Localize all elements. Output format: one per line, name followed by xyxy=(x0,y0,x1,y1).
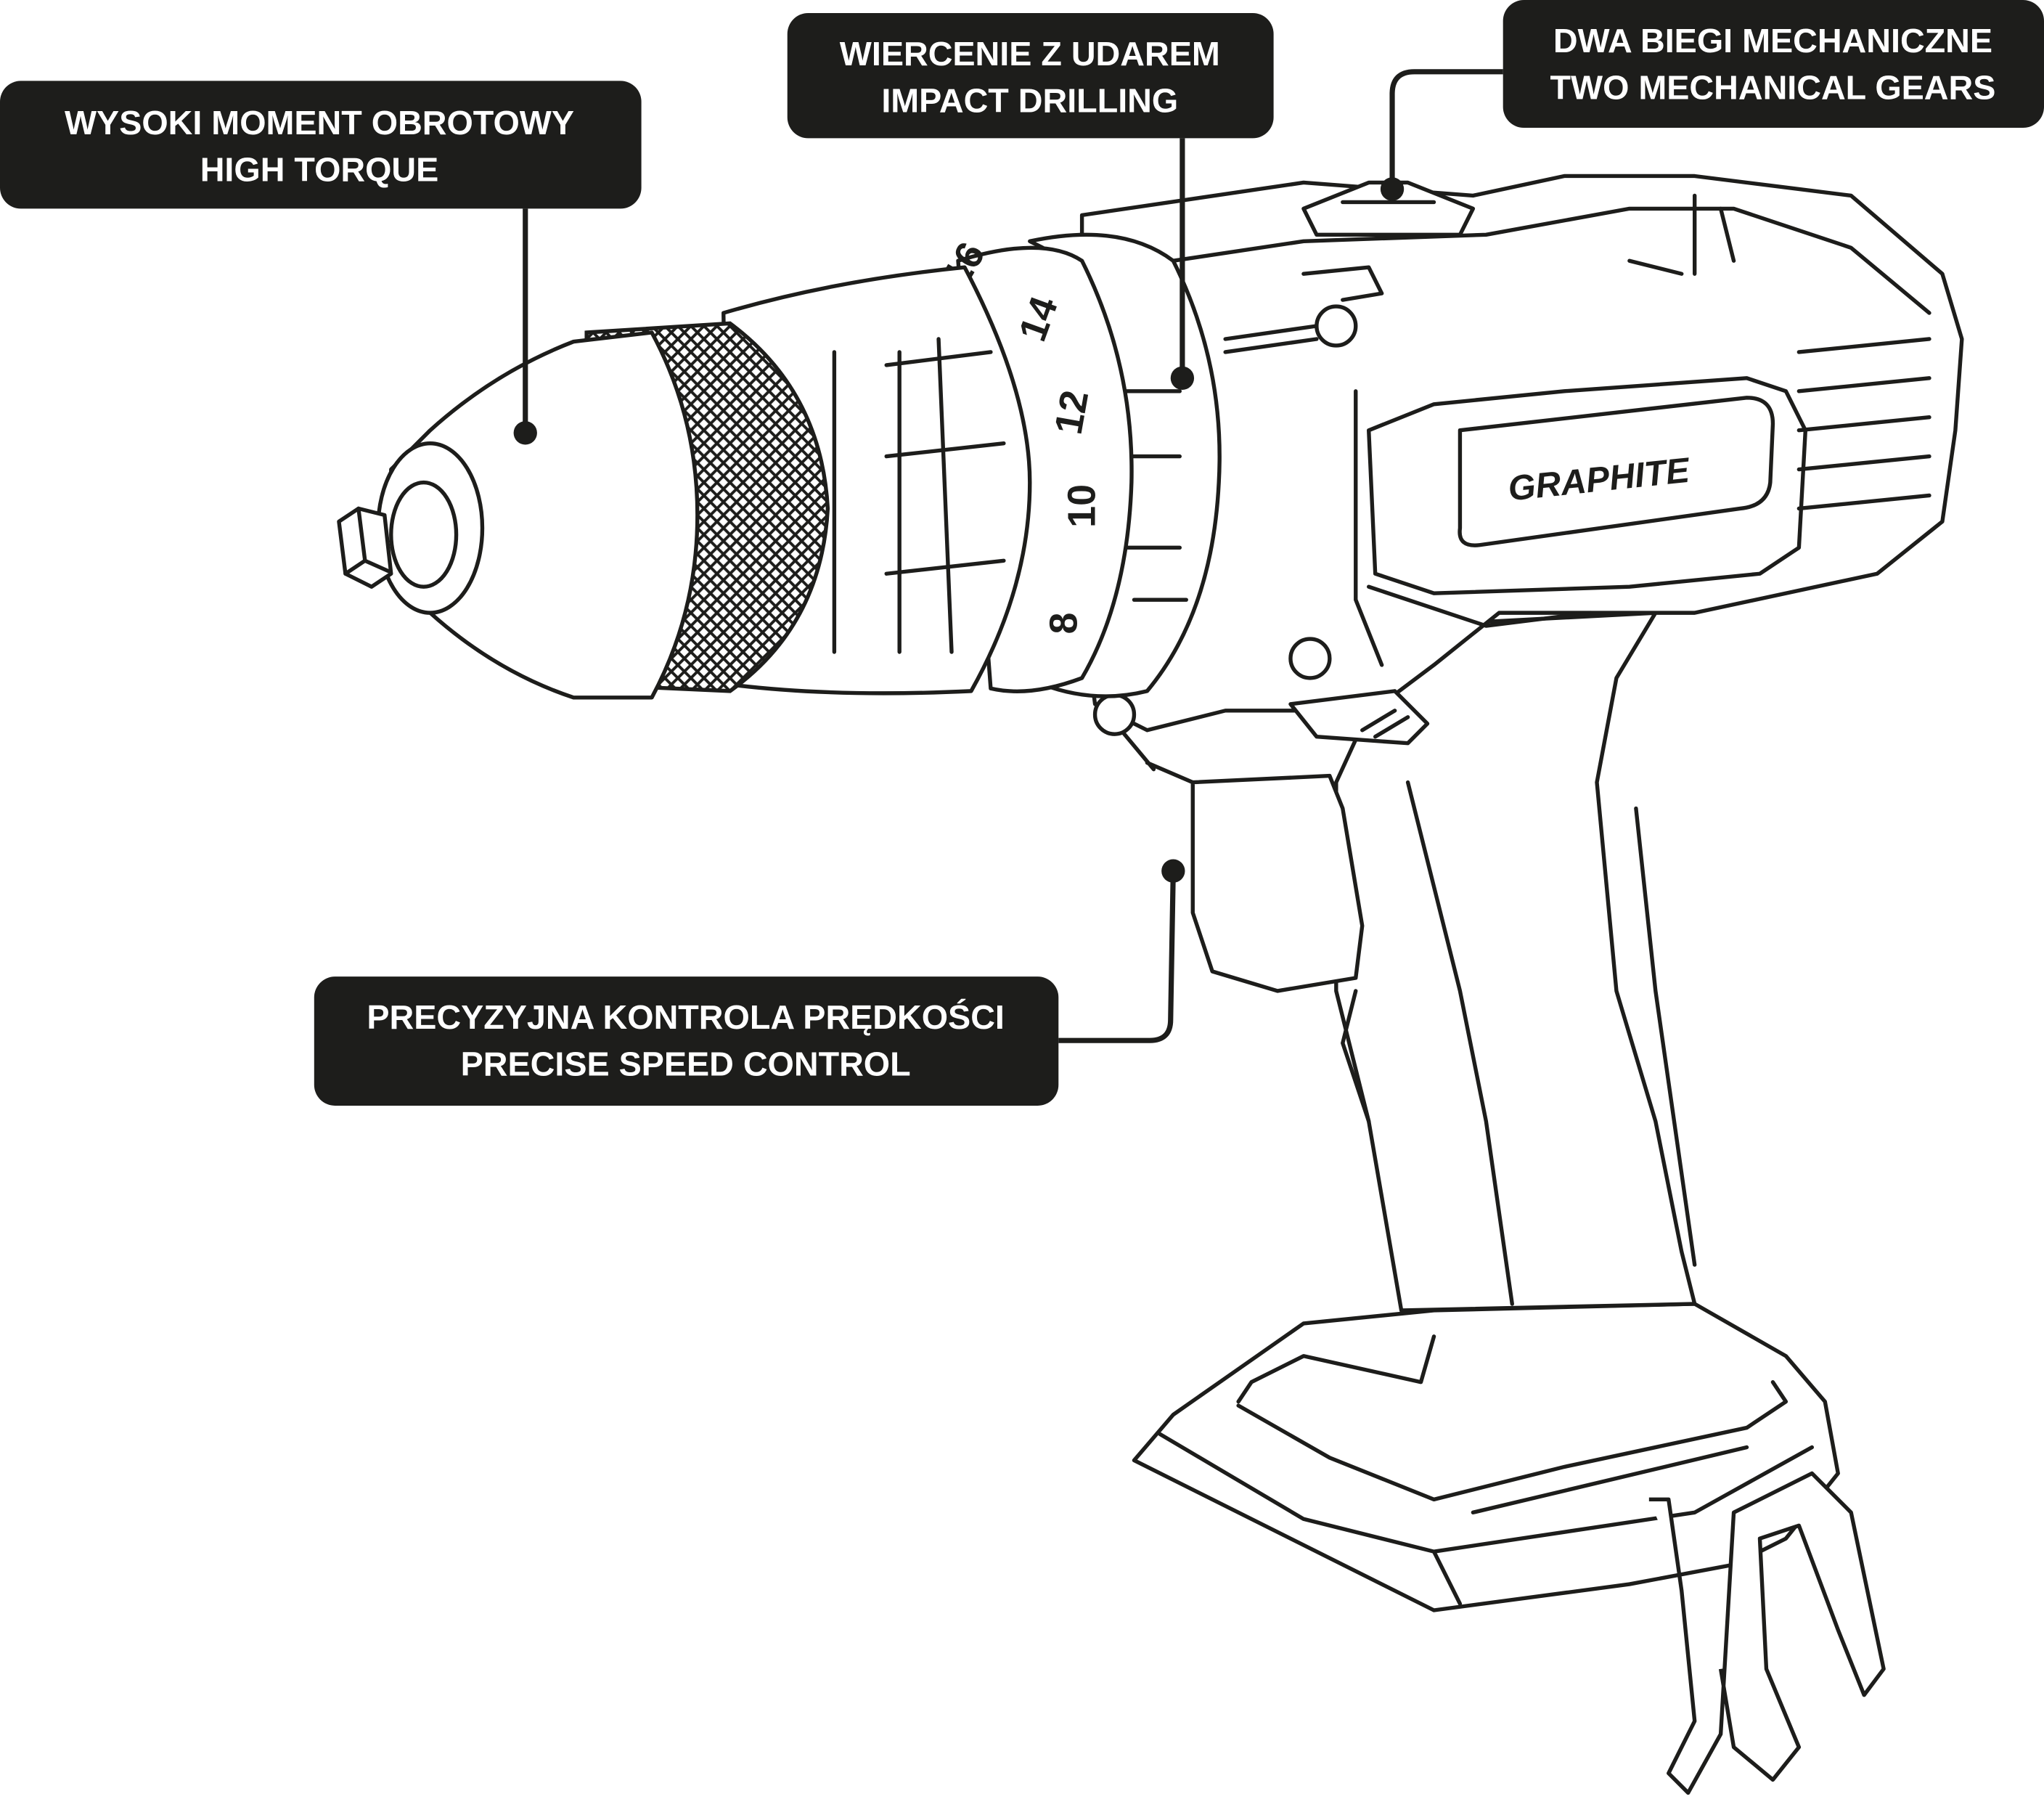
svg-text:WYSOKI MOMENT OBROTOWY: WYSOKI MOMENT OBROTOWY xyxy=(65,104,574,142)
gear-switch xyxy=(1301,180,1476,237)
svg-text:DWA BIEGI MECHANICZNE: DWA BIEGI MECHANICZNE xyxy=(1553,22,1992,60)
svg-text:10: 10 xyxy=(1060,484,1104,528)
callout-high-torque: WYSOKI MOMENT OBROTOWY HIGH TORQUE xyxy=(0,81,642,445)
svg-text:8: 8 xyxy=(1042,613,1085,635)
callout-speed-control: PRECYZYJNA KONTROLA PRĘDKOŚCI PRECISE SP… xyxy=(314,859,1185,1106)
svg-text:12: 12 xyxy=(1047,387,1097,437)
svg-text:TWO MECHANICAL GEARS: TWO MECHANICAL GEARS xyxy=(1550,69,1996,107)
chuck xyxy=(389,330,700,700)
callout-dot xyxy=(1380,177,1405,201)
belt-clip xyxy=(1648,1471,1886,1795)
callout-impact-drilling: WIERCENIE Z UDAREM IMPACT DRILLING xyxy=(787,13,1274,391)
svg-text:WIERCENIE Z UDAREM: WIERCENIE Z UDAREM xyxy=(840,35,1220,73)
svg-text:PRECYZYJNA KONTROLA PRĘDKOŚCI: PRECYZYJNA KONTROLA PRĘDKOŚCI xyxy=(367,998,1005,1036)
brand-logo: GRAPHITE xyxy=(1458,396,1775,547)
callout-dot xyxy=(513,421,537,445)
svg-text:IMPACT DRILLING: IMPACT DRILLING xyxy=(881,81,1178,119)
trigger xyxy=(1190,773,1365,993)
drill-base xyxy=(1132,1302,1840,1612)
svg-text:HIGH TORQUE: HIGH TORQUE xyxy=(200,151,439,189)
callout-dot xyxy=(1170,366,1195,391)
drill-illustration: GRAPHITE 8 10 12 14 16 xyxy=(337,174,1964,1795)
svg-text:PRECISE SPEED CONTROL: PRECISE SPEED CONTROL xyxy=(461,1045,911,1083)
callout-dot xyxy=(1161,859,1185,883)
callout-mechanical-gears: DWA BIEGI MECHANICZNE TWO MECHANICAL GEA… xyxy=(1380,0,2044,201)
